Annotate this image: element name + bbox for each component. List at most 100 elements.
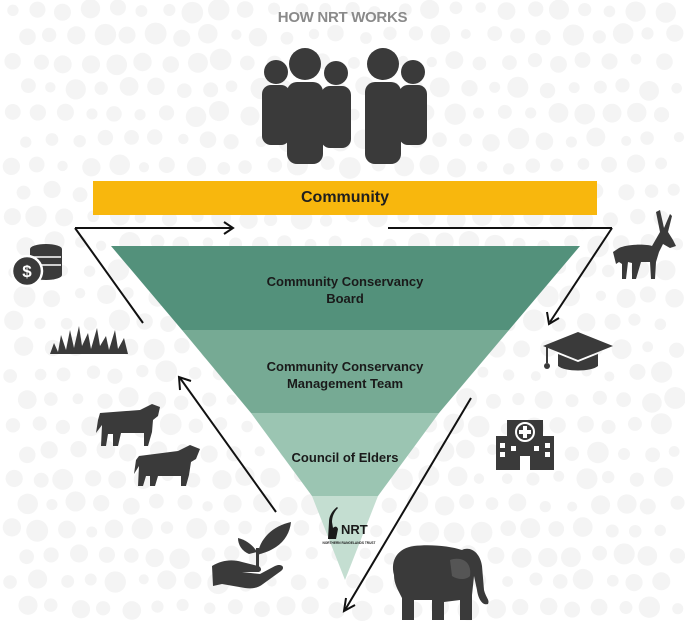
background-dot <box>502 55 517 70</box>
background-dot <box>656 53 673 71</box>
background-dot <box>5 418 21 433</box>
background-dot <box>46 498 58 511</box>
tier-management-label: Community Conservancy Management Team <box>200 358 490 392</box>
background-dot <box>202 501 213 512</box>
background-dot <box>108 309 131 331</box>
background-dot <box>159 413 182 436</box>
background-dot <box>174 337 190 354</box>
background-dot <box>4 310 24 331</box>
background-dot <box>226 394 237 405</box>
background-dot <box>645 447 660 463</box>
background-dot <box>668 446 680 457</box>
background-dot <box>574 52 591 68</box>
background-dot <box>602 212 618 228</box>
background-dot <box>365 575 384 594</box>
background-dot <box>56 103 74 121</box>
background-dot <box>138 162 150 173</box>
background-dot <box>443 522 465 544</box>
background-dot <box>136 364 149 378</box>
background-dot <box>173 395 189 410</box>
background-dot <box>239 55 255 71</box>
background-dot <box>650 413 672 435</box>
right-lower-arrow-line <box>344 397 472 611</box>
background-dot <box>2 518 22 537</box>
background-dot <box>3 208 21 226</box>
background-dot <box>628 313 641 326</box>
tier-board <box>111 246 580 330</box>
background-dot <box>615 78 630 93</box>
background-dot <box>564 446 580 461</box>
background-dot <box>69 544 89 563</box>
background-dot <box>202 392 217 407</box>
background-dot <box>535 132 554 151</box>
background-dot <box>391 468 413 491</box>
background-dot <box>240 106 260 126</box>
background-dot <box>565 394 579 408</box>
cycle-arrows <box>74 221 613 613</box>
community-label: Community <box>301 189 389 206</box>
background-dot <box>40 441 58 459</box>
background-dot <box>602 264 615 278</box>
background-dot <box>254 601 270 618</box>
tier-council-of-elders <box>251 413 439 496</box>
background-dot <box>655 2 676 23</box>
background-dot <box>122 497 140 515</box>
background-dot <box>28 569 48 589</box>
background-dot <box>655 260 676 281</box>
background-dot <box>549 211 566 228</box>
background-dot <box>57 160 68 172</box>
background-dot <box>178 133 189 145</box>
background-dot <box>278 497 298 516</box>
background-dot <box>95 240 107 251</box>
background-dot <box>155 360 178 383</box>
background-dot <box>525 158 541 173</box>
background-dot <box>398 3 412 17</box>
background-dot <box>107 368 123 384</box>
tier-management-line2: Management Team <box>286 376 404 391</box>
background-dot <box>217 161 231 175</box>
background-dot <box>497 2 516 20</box>
background-dot <box>486 599 506 619</box>
background-dot <box>43 290 61 308</box>
background-dot <box>655 157 668 170</box>
background-dot <box>565 136 577 148</box>
background-dot <box>106 106 122 122</box>
background-dot <box>470 521 493 544</box>
background-dot <box>185 472 201 488</box>
background-dot <box>34 368 47 381</box>
background-dot <box>503 163 515 175</box>
background-dot <box>574 103 596 125</box>
background-dot <box>86 108 98 120</box>
background-dot <box>430 25 451 45</box>
background-dot <box>616 392 632 408</box>
background-dot <box>619 601 633 614</box>
background-dot <box>29 1 46 18</box>
background-dot <box>426 56 437 68</box>
background-dot <box>124 130 139 145</box>
background-dot <box>665 289 684 308</box>
background-dot <box>486 393 501 409</box>
background-dot <box>28 156 45 173</box>
background-dot <box>394 156 415 177</box>
background-dot <box>476 161 488 172</box>
background-dot <box>17 390 37 410</box>
background-dot <box>328 235 342 249</box>
money-coins-icon: $ <box>10 244 62 288</box>
background-dot <box>500 520 516 536</box>
background-dot <box>418 465 440 486</box>
background-dot <box>138 574 149 585</box>
background-dot <box>305 546 318 560</box>
background-dot <box>627 102 647 123</box>
background-dot <box>455 439 475 459</box>
background-dot <box>34 317 46 330</box>
background-dot <box>163 3 176 16</box>
background-dot <box>85 470 102 487</box>
background-dot <box>162 56 179 73</box>
background-dot <box>664 387 685 409</box>
background-dot <box>338 157 361 179</box>
background-dot <box>108 470 127 489</box>
right-upper-arrowhead <box>546 311 560 326</box>
background-dot <box>499 212 515 228</box>
background-dot <box>482 134 500 152</box>
background-dot <box>319 3 332 15</box>
